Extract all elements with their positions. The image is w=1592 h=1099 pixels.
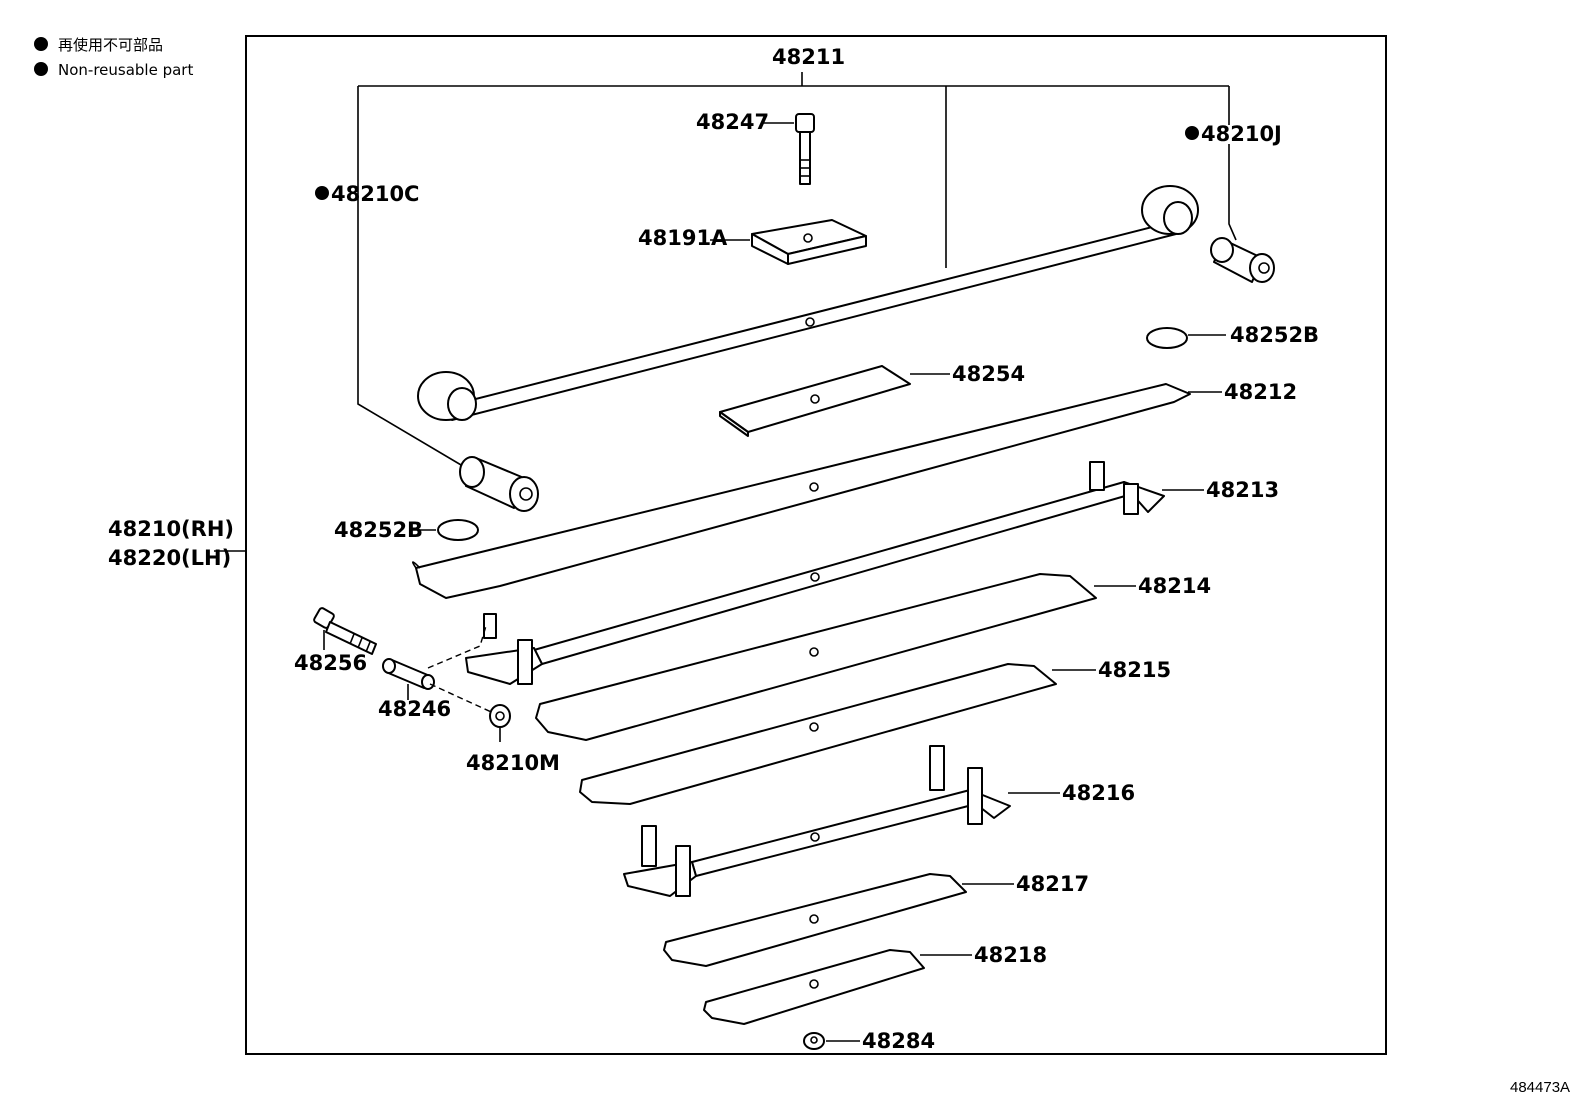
label-48215: 48215 [1098, 658, 1171, 682]
part-48254: 48254 [719, 362, 1025, 437]
part-48217: 48217 [663, 872, 1089, 967]
label-48246: 48246 [378, 697, 451, 721]
label-48252B-top: 48252B [1230, 323, 1319, 347]
part-48214: 48214 [535, 573, 1211, 741]
legend-japanese: 再使用不可部品 [58, 36, 163, 54]
main-leaf-48211 [417, 185, 1199, 421]
part-48218: 48218 [703, 943, 1047, 1025]
part-48247: 48247 [696, 110, 815, 185]
part-48210J: 48210J [1185, 122, 1282, 146]
legend: 再使用不可部品 Non-reusable part [34, 36, 193, 79]
part-48210C: 48210C [315, 182, 419, 206]
part-48210M: 48210M [466, 704, 560, 775]
label-48218: 48218 [974, 943, 1047, 967]
part-48246: 48246 [378, 625, 501, 721]
part-48213: 48213 [465, 461, 1279, 685]
part-48212: 48212 [412, 380, 1297, 599]
label-48217: 48217 [1016, 872, 1089, 896]
label-48211: 48211 [772, 45, 845, 69]
part-48252B-left: 48252B [334, 518, 479, 542]
label-48252B-left: 48252B [334, 518, 423, 542]
label-48256: 48256 [294, 651, 367, 675]
label-48254: 48254 [952, 362, 1025, 386]
part-48252B-top: 48252B [1146, 323, 1319, 349]
non-reusable-bullet-icon [34, 62, 48, 76]
part-48191A: 48191A [638, 219, 867, 265]
label-48210M: 48210M [466, 751, 560, 775]
bushing-48210C [459, 456, 539, 512]
part-48284: 48284 [803, 1029, 935, 1053]
legend-english: Non-reusable part [58, 61, 193, 79]
label-48212: 48212 [1224, 380, 1297, 404]
figure-id: 484473A [1510, 1079, 1570, 1096]
part-48215: 48215 [579, 658, 1171, 805]
part-48256: 48256 [294, 607, 377, 675]
bushing-48210J [1210, 237, 1275, 283]
label-48210J: 48210J [1201, 122, 1282, 146]
diagram-frame [245, 35, 1387, 1055]
label-48247: 48247 [696, 110, 769, 134]
non-reusable-bullet-icon [1185, 126, 1199, 140]
assembly-label: 48210(RH) 48220(LH) [108, 517, 246, 570]
non-reusable-bullet-icon [34, 37, 48, 51]
label-48213: 48213 [1206, 478, 1279, 502]
non-reusable-bullet-icon [315, 186, 329, 200]
label-48214: 48214 [1138, 574, 1211, 598]
part-48216: 48216 [623, 745, 1135, 897]
assembly-label-lh: 48220(LH) [108, 546, 231, 570]
bracket-48211: 48211 [357, 45, 1237, 476]
label-48284: 48284 [862, 1029, 935, 1053]
label-48191A: 48191A [638, 226, 728, 250]
assembly-label-rh: 48210(RH) [108, 517, 234, 541]
label-48210C: 48210C [331, 182, 419, 206]
label-48216: 48216 [1062, 781, 1135, 805]
